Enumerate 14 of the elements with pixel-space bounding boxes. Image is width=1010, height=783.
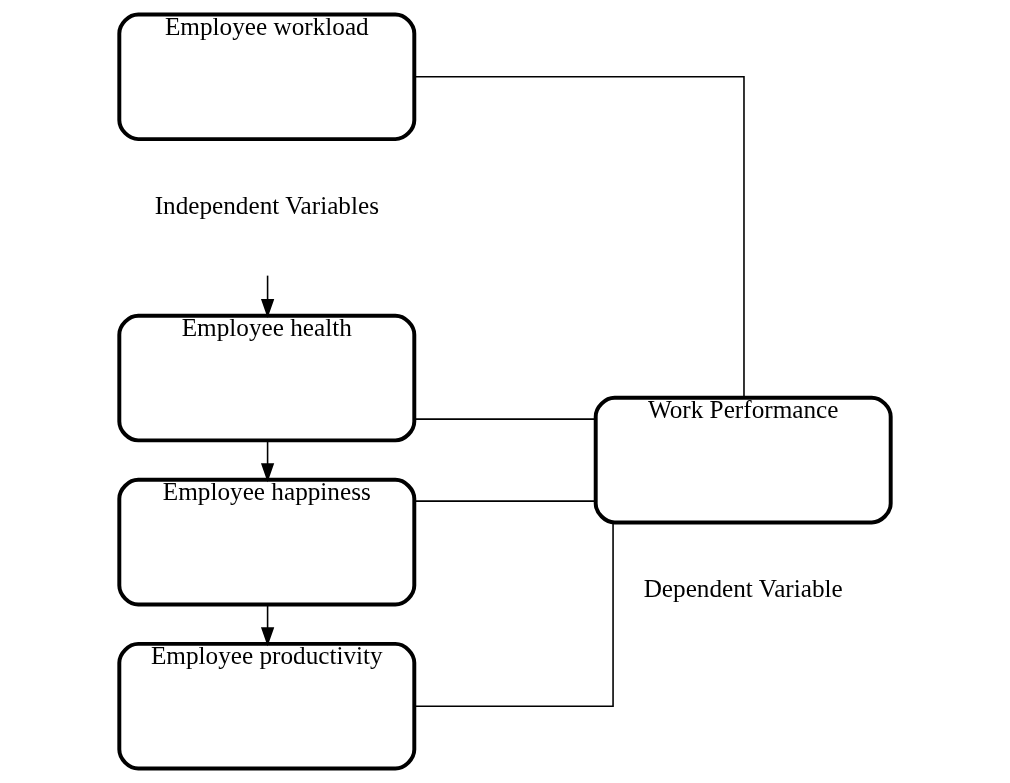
node-box: Employee happiness: [117, 477, 417, 607]
connector: [413, 76, 745, 399]
label: Dependent Variable: [643, 575, 843, 603]
node-box: Work Performance: [593, 395, 893, 525]
node-box: Employee workload: [117, 12, 417, 142]
connector: [414, 500, 597, 502]
label: Independent Variables: [154, 191, 379, 219]
arrow: [260, 439, 275, 483]
arrow: [260, 274, 275, 319]
connector: [414, 418, 597, 420]
connector: [413, 522, 614, 707]
arrow: [260, 603, 275, 647]
node-box: Employee health: [117, 313, 417, 443]
node-box: Employee productivity: [117, 641, 417, 771]
